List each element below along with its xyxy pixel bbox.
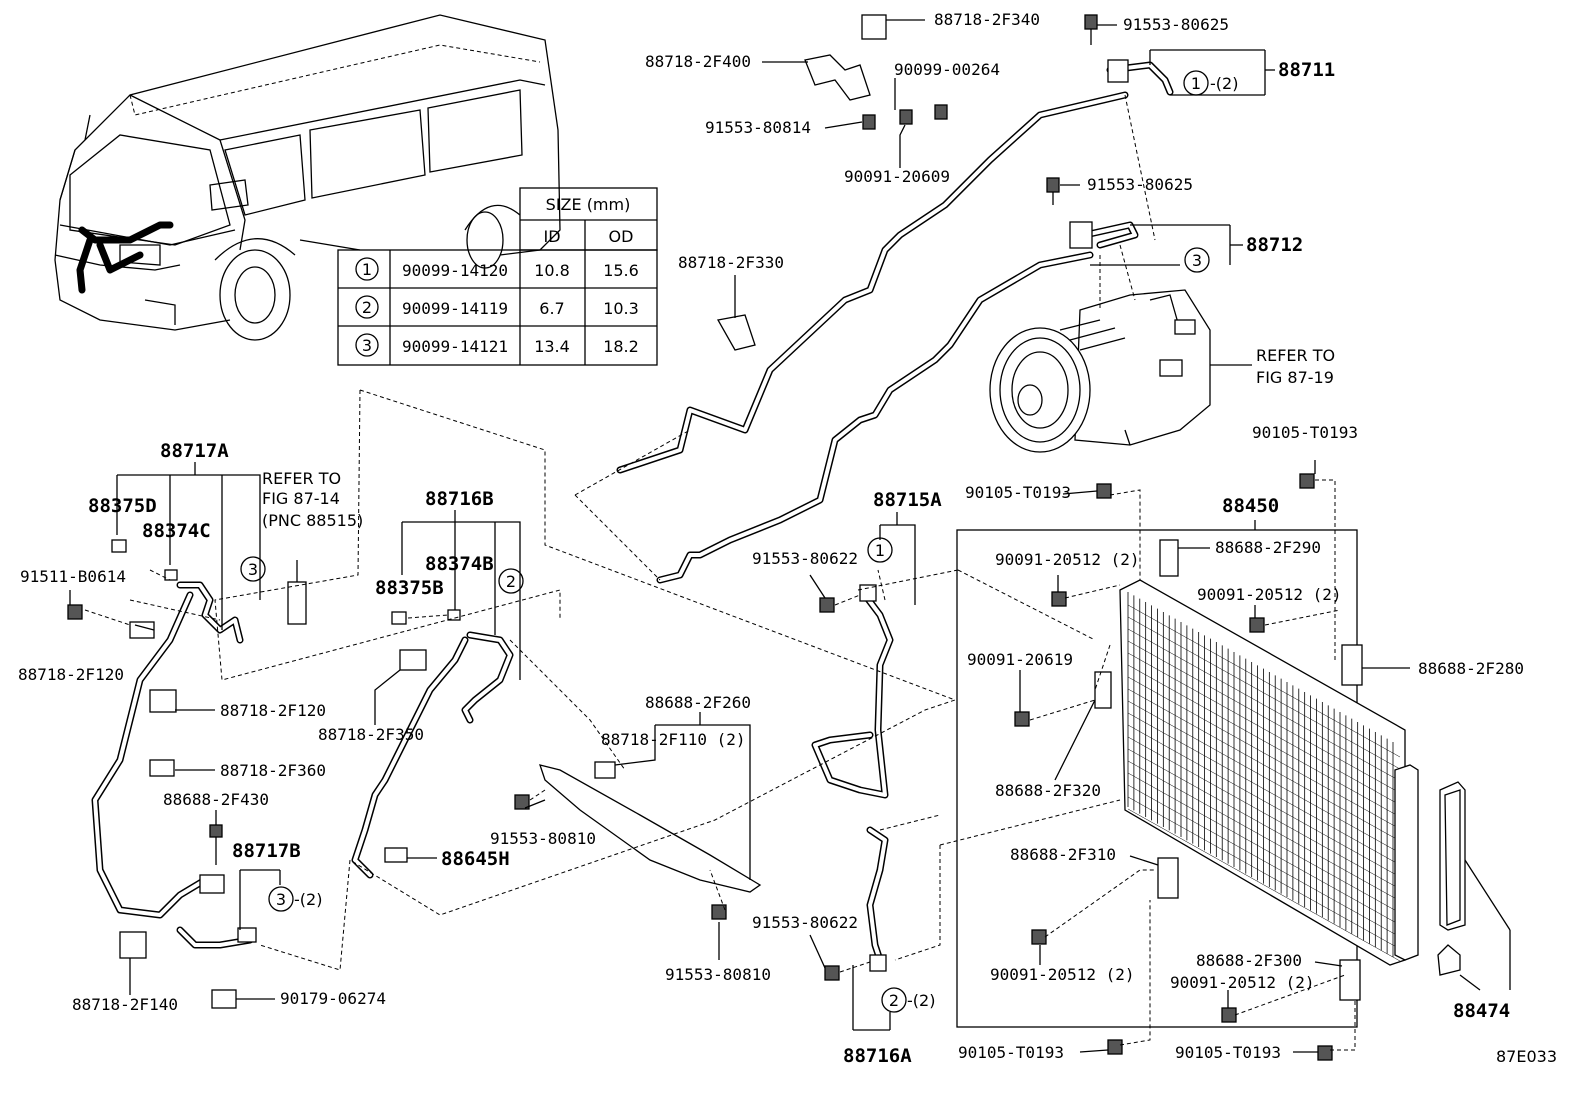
part-labels: 88718-2F340 91553-80625 88718-2F400 9009… xyxy=(18,10,1557,1067)
label-88715A[interactable]: 88715A xyxy=(873,489,942,511)
label-90091-20512-c[interactable]: 90091-20512 (2) xyxy=(990,965,1135,984)
label-88712[interactable]: 88712 xyxy=(1246,234,1303,256)
label-90091-20619[interactable]: 90091-20619 xyxy=(967,650,1073,669)
label-91553-80625-a[interactable]: 91553-80625 xyxy=(1123,15,1229,34)
label-91553-80814[interactable]: 91553-80814 xyxy=(705,118,811,137)
label-90091-20512-d[interactable]: 90091-20512 (2) xyxy=(1170,973,1315,992)
label-91553-80810-b[interactable]: 91553-80810 xyxy=(665,965,771,984)
label-88718-2F360[interactable]: 88718-2F360 xyxy=(220,761,326,780)
label-88688-2F300[interactable]: 88688-2F300 xyxy=(1196,951,1302,970)
size-row1-od: 15.6 xyxy=(603,261,639,280)
leader-lines xyxy=(69,19,1410,1053)
label-90091-20512-a[interactable]: 90091-20512 (2) xyxy=(995,550,1140,569)
condenser xyxy=(956,529,1511,1028)
size-row1-mark: 1 xyxy=(362,260,372,279)
size-table: SIZE (mm) ID OD 1 90099-14120 10.8 15.6 … xyxy=(337,187,658,366)
refer-compressor-line2: FIG 87-19 xyxy=(1256,368,1334,387)
mark-2-b: 2 xyxy=(506,572,516,591)
mark-3-lower-qty: -(2) xyxy=(294,890,322,909)
refer-compressor-line1: REFER TO xyxy=(1256,346,1335,365)
label-88374B[interactable]: 88374B xyxy=(425,553,494,575)
label-88375D[interactable]: 88375D xyxy=(88,495,157,517)
label-90105-T0193-d[interactable]: 90105-T0193 xyxy=(1175,1043,1281,1062)
label-88688-2F430[interactable]: 88688-2F430 xyxy=(163,790,269,809)
label-91553-80810-a[interactable]: 91553-80810 xyxy=(490,829,596,848)
size-header: SIZE (mm) xyxy=(546,195,631,214)
label-90105-T0193-b[interactable]: 90105-T0193 xyxy=(965,483,1071,502)
label-88717B[interactable]: 88717B xyxy=(232,840,301,862)
mark-1-a: 1 xyxy=(875,541,885,560)
refer-valve-line2: FIG 87-14 xyxy=(262,489,340,508)
label-88718-2F120-a[interactable]: 88718-2F120 xyxy=(18,665,124,684)
label-91553-80622-a[interactable]: 91553-80622 xyxy=(752,549,858,568)
label-88716A[interactable]: 88716A xyxy=(843,1045,912,1067)
size-col-od: OD xyxy=(609,227,634,246)
mark-3-top: 3 xyxy=(1192,251,1202,270)
label-88716B[interactable]: 88716B xyxy=(425,488,494,510)
label-88374C[interactable]: 88374C xyxy=(142,520,211,542)
size-row2-od: 10.3 xyxy=(603,299,639,318)
label-88450[interactable]: 88450 xyxy=(1222,495,1279,517)
label-88688-2F260[interactable]: 88688-2F260 xyxy=(645,693,751,712)
mark-1-top-qty: -(2) xyxy=(1210,74,1238,93)
size-row3-mark: 3 xyxy=(362,336,372,355)
size-row1-id: 10.8 xyxy=(534,261,570,280)
label-90091-20609[interactable]: 90091-20609 xyxy=(844,167,950,186)
refer-valve-line1: REFER TO xyxy=(262,469,341,488)
label-90105-T0193-c[interactable]: 90105-T0193 xyxy=(958,1043,1064,1062)
label-88718-2F400[interactable]: 88718-2F400 xyxy=(645,52,751,71)
label-90099-00264[interactable]: 90099-00264 xyxy=(894,60,1000,79)
refer-valve-line3: (PNC 88515) xyxy=(262,511,363,530)
mark-2-bottom-qty: -(2) xyxy=(907,991,935,1010)
diagram-id: 87E033 xyxy=(1496,1047,1557,1066)
mark-1-top: 1 xyxy=(1191,74,1201,93)
size-row3-part: 90099-14121 xyxy=(402,337,508,356)
mark-3-valve: 3 xyxy=(248,560,258,579)
label-91553-80625-b[interactable]: 91553-80625 xyxy=(1087,175,1193,194)
label-90091-20512-b[interactable]: 90091-20512 (2) xyxy=(1197,585,1342,604)
label-88688-2F320[interactable]: 88688-2F320 xyxy=(995,781,1101,800)
label-88711[interactable]: 88711 xyxy=(1278,59,1335,81)
size-row3-od: 18.2 xyxy=(603,337,639,356)
small-parts xyxy=(67,14,1363,1061)
label-91553-80622-b[interactable]: 91553-80622 xyxy=(752,913,858,932)
label-90105-T0193-a[interactable]: 90105-T0193 xyxy=(1252,423,1358,442)
label-88688-2F290[interactable]: 88688-2F290 xyxy=(1215,538,1321,557)
mark-3-lower: 3 xyxy=(276,890,286,909)
label-88718-2F110[interactable]: 88718-2F110 (2) xyxy=(601,730,746,749)
size-row1-part: 90099-14120 xyxy=(402,261,508,280)
label-88718-2F340[interactable]: 88718-2F340 xyxy=(934,10,1040,29)
van-illustration xyxy=(54,14,561,341)
circle-marks: 1 -(2) 3 3 3 -(2) 2 1 2 -(2) xyxy=(240,70,1238,1013)
guide-lines xyxy=(84,94,1356,1051)
label-88717A[interactable]: 88717A xyxy=(160,440,229,462)
label-90179-06274[interactable]: 90179-06274 xyxy=(280,989,386,1008)
label-88718-2F350[interactable]: 88718-2F350 xyxy=(318,725,424,744)
mark-2-bottom: 2 xyxy=(889,991,899,1010)
size-row2-part: 90099-14119 xyxy=(402,299,508,318)
label-88688-2F280[interactable]: 88688-2F280 xyxy=(1418,659,1524,678)
label-88718-2F140[interactable]: 88718-2F140 xyxy=(72,995,178,1014)
label-88688-2F310[interactable]: 88688-2F310 xyxy=(1010,845,1116,864)
size-row3-id: 13.4 xyxy=(534,337,570,356)
compressor xyxy=(989,289,1252,453)
label-88375B[interactable]: 88375B xyxy=(375,577,444,599)
size-row2-id: 6.7 xyxy=(539,299,564,318)
label-88718-2F330[interactable]: 88718-2F330 xyxy=(678,253,784,272)
size-col-id: ID xyxy=(543,227,560,246)
label-88474[interactable]: 88474 xyxy=(1453,1000,1510,1022)
size-row2-mark: 2 xyxy=(362,298,372,317)
label-88718-2F120-b[interactable]: 88718-2F120 xyxy=(220,701,326,720)
label-91511-B0614[interactable]: 91511-B0614 xyxy=(20,567,126,586)
label-88645H[interactable]: 88645H xyxy=(441,848,510,870)
pipes xyxy=(91,61,1174,964)
